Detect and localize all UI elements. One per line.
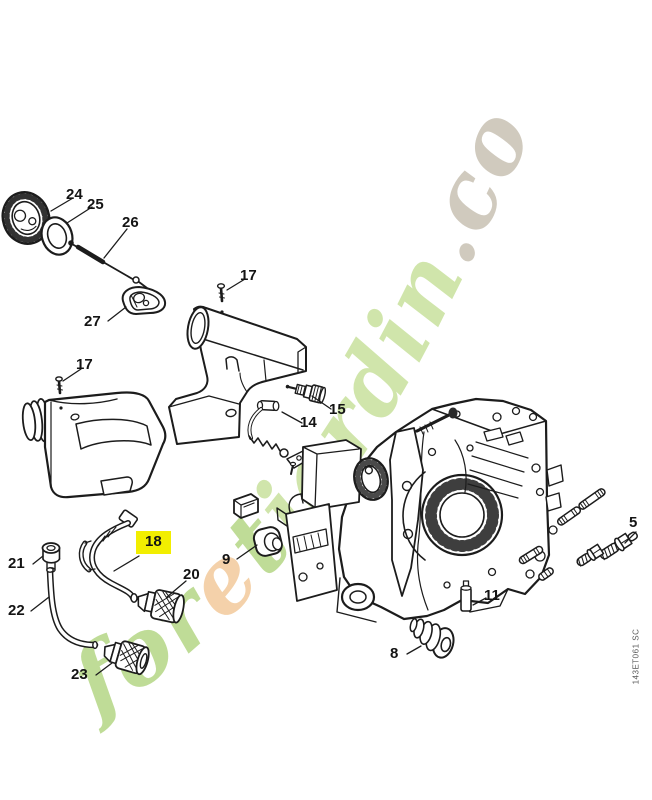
bolt-short bbox=[576, 543, 605, 567]
part-label-8: 8 bbox=[390, 645, 399, 662]
part-label-9: 9 bbox=[222, 551, 231, 568]
part-27-retainer bbox=[121, 286, 167, 315]
part-label-26: 26 bbox=[122, 214, 139, 231]
part-label-5: 5 bbox=[629, 514, 638, 531]
stud-lower bbox=[518, 545, 544, 565]
handle-molding bbox=[168, 305, 307, 445]
leader-lines bbox=[30, 197, 637, 676]
part-label-11: 11 bbox=[484, 587, 500, 604]
part-22-hose bbox=[46, 567, 99, 650]
part-label-23: 23 bbox=[71, 666, 88, 683]
part-18-elbow-hose bbox=[78, 509, 139, 603]
part-label-18-highlight[interactable]: 18 bbox=[136, 531, 171, 554]
part-23-fuel-filter bbox=[103, 640, 150, 676]
part-label-20: 20 bbox=[183, 566, 200, 583]
stud-upper bbox=[578, 488, 606, 510]
part-26-rod bbox=[68, 240, 148, 289]
part-label-17-tank: 17 bbox=[76, 356, 93, 373]
part-label-24: 24 bbox=[66, 186, 83, 203]
part-8-buffer bbox=[409, 618, 455, 659]
part-25-washer bbox=[40, 216, 74, 256]
part-label-15: 15 bbox=[329, 401, 346, 418]
part-5-bolt bbox=[599, 531, 638, 561]
part-label-14: 14 bbox=[300, 414, 317, 431]
drawing-code: 143ET061 SC bbox=[631, 628, 641, 685]
part-label-27: 27 bbox=[84, 313, 101, 330]
crankcase bbox=[276, 397, 564, 623]
part-14-hose-assembly bbox=[247, 399, 310, 475]
part-label-22: 22 bbox=[8, 602, 25, 619]
part-11-pin bbox=[460, 580, 472, 612]
part-label-25: 25 bbox=[87, 196, 104, 213]
part-9-bushing bbox=[233, 493, 283, 557]
pin-small bbox=[538, 567, 554, 581]
part-label-21: 21 bbox=[8, 555, 25, 572]
part-17-screw-top bbox=[216, 283, 226, 303]
stud-middle bbox=[556, 506, 582, 526]
part-label-17-top: 17 bbox=[240, 267, 257, 284]
part-20-fuel-filter bbox=[137, 589, 185, 624]
part-24-fuel-cap bbox=[1, 191, 51, 245]
fuel-tank bbox=[21, 391, 167, 499]
part-15-valve bbox=[285, 383, 327, 404]
part-17-screw-tank bbox=[55, 376, 63, 395]
